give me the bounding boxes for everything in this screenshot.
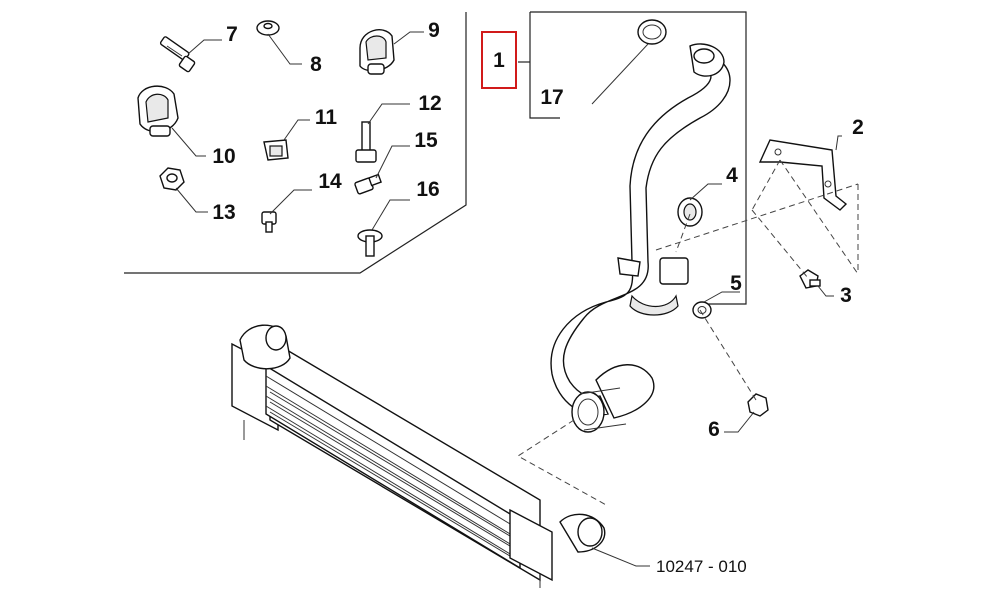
callout-11[interactable]: 11 <box>315 106 338 129</box>
intercooler-icon <box>231 324 606 588</box>
callout-13[interactable]: 13 <box>212 201 235 224</box>
pipe-assembly-box <box>518 11 747 305</box>
part-4-grommet-icon <box>677 197 703 227</box>
part-12-screw-icon <box>355 121 377 163</box>
callout-17[interactable]: 17 <box>540 86 563 109</box>
part-11-clip-icon <box>263 139 289 161</box>
part-10-clamp-icon <box>137 85 179 137</box>
part-9-clamp-icon <box>359 29 395 75</box>
part-15-bolt-icon <box>354 173 382 195</box>
part-5-nut-icon <box>692 301 712 319</box>
intercooler-hose-icon <box>550 43 731 433</box>
part-14-bolt-icon <box>261 211 277 233</box>
part-2-bracket-icon <box>758 139 848 211</box>
hardware-kit-panel <box>124 12 467 274</box>
part-6-nut-icon <box>747 393 769 417</box>
part-17-o-ring-icon <box>637 19 667 45</box>
callout-2[interactable]: 2 <box>852 116 864 139</box>
highlight-box <box>481 31 517 89</box>
callout-12[interactable]: 12 <box>418 92 441 115</box>
callout-7[interactable]: 7 <box>226 23 238 46</box>
callout-1[interactable]: 1 <box>493 49 505 72</box>
callout-labels: 1 2 3 4 5 6 7 8 9 10 11 12 13 14 15 16 1… <box>212 19 864 576</box>
callout-10[interactable]: 10 <box>212 145 235 168</box>
callout-4[interactable]: 4 <box>726 164 738 187</box>
callout-3[interactable]: 3 <box>840 284 852 307</box>
callout-6[interactable]: 6 <box>708 418 720 441</box>
callout-8[interactable]: 8 <box>310 53 322 76</box>
reference-code: 10247 - 010 <box>656 557 747 576</box>
part-8-washer-icon <box>256 20 280 36</box>
callout-16[interactable]: 16 <box>416 178 439 201</box>
part-16-stud-icon <box>357 229 383 257</box>
part-13-nut-icon <box>159 167 185 191</box>
callout-14[interactable]: 14 <box>318 170 342 193</box>
callout-9[interactable]: 9 <box>428 19 440 42</box>
part-7-bolt-icon <box>159 36 196 73</box>
reference-leader-line <box>591 547 650 567</box>
callout-15[interactable]: 15 <box>414 129 438 152</box>
callout-5[interactable]: 5 <box>730 272 742 295</box>
assembly-dashed-lines <box>517 159 859 507</box>
kit-leader-lines <box>171 31 424 231</box>
right-leader-lines <box>591 43 842 433</box>
